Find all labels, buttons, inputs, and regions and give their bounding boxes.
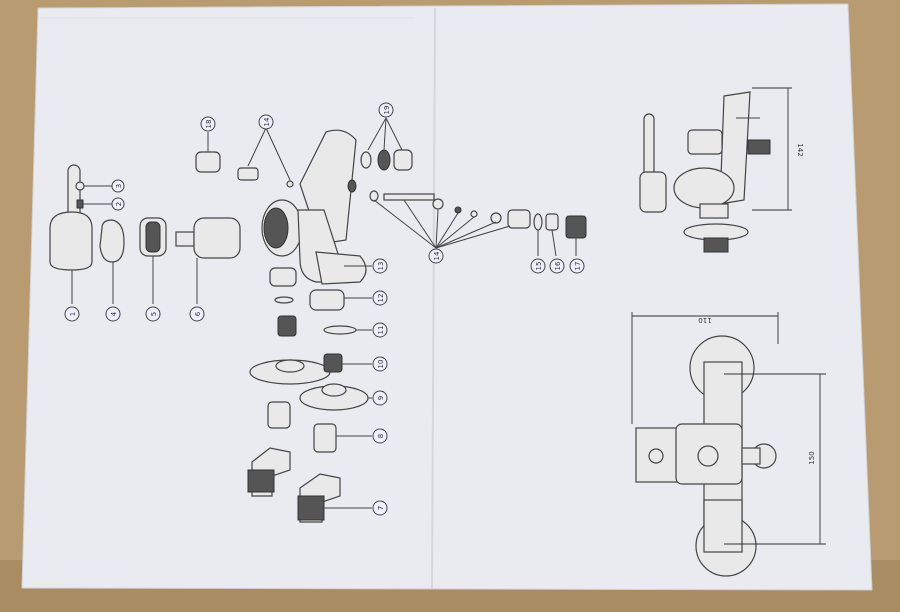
part-7-eccentric [297,473,341,523]
callout-1: 1 [64,306,80,322]
callout-6: 6 [189,306,205,322]
part-14-small-left [237,127,294,188]
callout-13: 13 [372,258,388,274]
part-7-eccentric-left [247,447,291,497]
svg-text:17: 17 [574,262,582,271]
part-17-nut [565,215,587,239]
part-15-washer [533,213,543,231]
svg-text:1: 1 [69,312,77,316]
svg-text:9: 9 [377,396,385,400]
paper-fold [431,7,436,589]
callout-15: 15 [530,258,546,274]
svg-text:15: 15 [535,262,543,271]
callout-16: 16 [549,258,565,274]
part-11-oring [274,296,294,304]
callout-3: 3 [111,179,125,193]
svg-text:11: 11 [377,326,385,335]
svg-text:13: 13 [377,262,385,271]
svg-text:6: 6 [194,311,202,316]
part-16-bush [545,213,559,231]
part-11-oring-right [323,325,357,335]
callout-2: 2 [111,197,125,211]
callout-12: 12 [372,290,388,306]
svg-text:8: 8 [377,434,385,438]
part-10-fitting [323,353,343,373]
part-14-spindle-row [347,179,531,249]
svg-text:12: 12 [377,294,385,303]
part-fitting-left [277,315,297,337]
svg-text:18: 18 [205,120,213,129]
front-view-drawing [631,312,826,577]
svg-text:5: 5 [150,312,158,316]
callout-18: 18 [200,116,216,132]
svg-text:10: 10 [377,360,385,369]
svg-text:14: 14 [263,117,271,126]
part-9-flange [299,383,369,411]
side-view-drawing [639,87,792,253]
callout-14-top: 14 [258,114,274,130]
part-4-cover [99,219,125,263]
callout-17: 17 [569,258,585,274]
callout-19: 19 [378,102,394,118]
callout-8: 8 [372,428,388,444]
svg-text:7: 7 [377,506,385,510]
part-8-filter [313,423,337,453]
paper-sheet [21,3,873,591]
callout-11: 11 [372,322,388,338]
svg-text:14: 14 [433,251,441,260]
svg-text:2: 2 [115,202,123,206]
svg-text:3: 3 [115,184,123,188]
part-19-rings [360,117,413,171]
leader-lines [71,132,577,509]
callout-5: 5 [145,306,161,322]
callout-14-bottom: 14 [428,248,444,264]
part-18-cap [195,151,221,173]
part-12-nut-top [269,267,297,287]
svg-text:4: 4 [110,311,118,316]
callout-9: 9 [372,390,388,406]
dim-front-height: 150 [808,451,816,464]
svg-text:16: 16 [554,261,562,270]
part-6-cartridge [175,217,241,259]
callout-10: 10 [372,356,388,372]
part-13-body [261,129,367,285]
svg-text:19: 19 [383,106,391,115]
part-12-nut [309,289,345,311]
dim-side-height: 142 [796,143,804,156]
part-5-nut [139,217,167,257]
part-10-flange-left [249,359,331,385]
callout-7: 7 [372,500,388,516]
callout-4: 4 [105,306,121,322]
part-1-handle [49,164,93,271]
part-3-cap [75,181,85,191]
dim-front-width: 110 [698,316,711,324]
part-8-filter-left [267,401,291,429]
